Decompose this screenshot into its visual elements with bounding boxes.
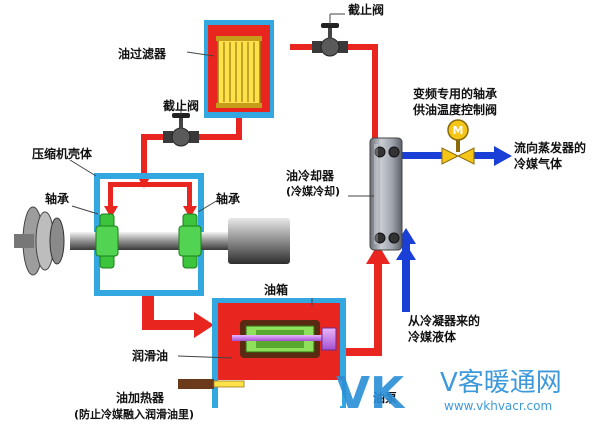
temperature-control-valve-icon: M — [441, 119, 475, 165]
oil-cooler — [369, 137, 403, 251]
stop-valve-top-icon — [312, 23, 348, 57]
watermark-logo: VK — [336, 368, 406, 419]
oil-arrow-into-tank — [194, 312, 214, 338]
label-stop-valve-top: 截止阀 — [348, 2, 384, 17]
label-vfd-valve-2: 供油温度控制阀 — [412, 102, 497, 117]
label-compressor-shell: 压缩机壳体 — [32, 146, 93, 161]
label-to-evaporator-2: 冷媒气体 — [514, 156, 563, 171]
refrigerant-arrow-out — [494, 146, 512, 166]
oil-filter — [204, 20, 274, 118]
label-vfd-valve-1: 变频专用的轴承 — [413, 86, 497, 101]
label-lube-oil: 润滑油 — [132, 348, 168, 363]
label-bearing-left: 轴承 — [45, 191, 69, 206]
label-from-condenser-2: 冷媒液体 — [408, 329, 457, 344]
watermark-brand: V客暖通网 — [440, 368, 562, 398]
label-oil-pump: 油泵 — [373, 390, 397, 405]
stop-valve-left-icon — [163, 113, 199, 147]
valve-motor-letter: M — [453, 124, 464, 137]
label-bearing-right: 轴承 — [216, 191, 240, 206]
label-oil-heater-1: 油加热器 — [116, 390, 165, 405]
label-oil-tank: 油箱 — [264, 282, 288, 297]
label-oil-filter: 油过滤器 — [118, 46, 167, 61]
watermark-url: www.vkhvacr.com — [444, 399, 552, 413]
oil-arrow-up-cooler — [366, 244, 390, 264]
watermark: VK V客暖通网 www.vkhvacr.com — [336, 368, 562, 419]
label-oil-heater-2: (防止冷媒融入润滑油里) — [74, 407, 194, 421]
oil-heater-icon — [178, 379, 214, 389]
label-oil-cooler-2: (冷媒冷却) — [286, 184, 340, 198]
compressor-rotor — [14, 206, 290, 276]
label-oil-cooler-1: 油冷却器 — [286, 168, 335, 183]
oil-pump-icon — [321, 327, 337, 351]
label-to-evaporator-1: 流向蒸发器的 — [514, 140, 586, 155]
label-stop-valve-left: 截止阀 — [163, 98, 199, 113]
oil-tank — [212, 298, 346, 408]
oil-arrow-bearing-right — [183, 206, 197, 218]
label-from-condenser-1: 从冷凝器来的 — [408, 313, 480, 328]
oil-arrow-bearing-left — [104, 206, 118, 218]
